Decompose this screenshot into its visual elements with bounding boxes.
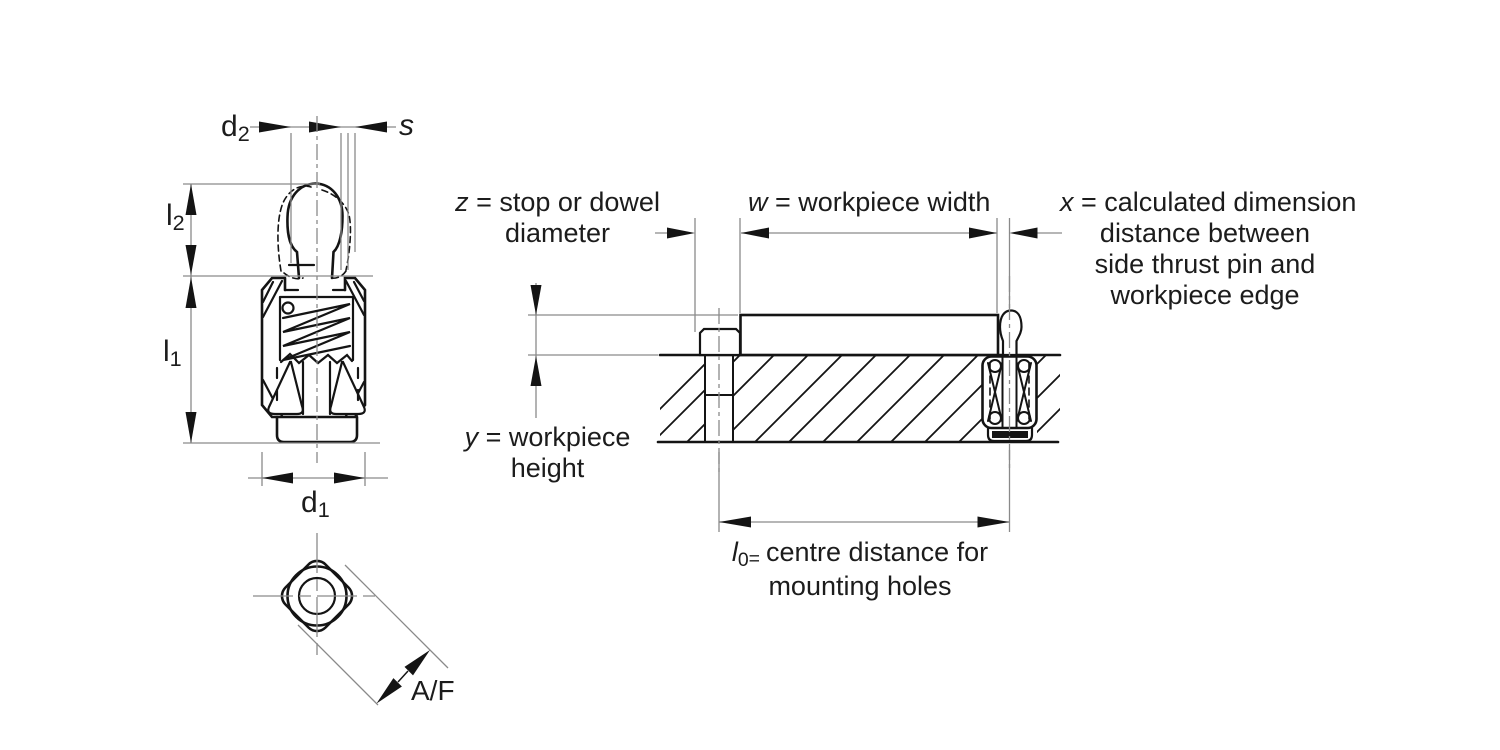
dowel-head xyxy=(698,327,742,357)
installation-drawing xyxy=(656,309,1062,444)
l0-annotation: l0=centre distance for mounting holes xyxy=(731,537,989,601)
clamp-cone-left xyxy=(267,360,304,416)
dimension-lines xyxy=(183,126,1062,706)
side-view-drawing xyxy=(260,182,367,444)
spring-wire-end xyxy=(281,301,295,315)
installed-pin-head xyxy=(998,309,1023,357)
plate-hatching xyxy=(660,355,1060,442)
dim-label-s: s xyxy=(399,109,414,142)
dim-label-l2: l2 xyxy=(166,199,185,236)
dim-label-d2: d2 xyxy=(221,110,250,147)
w-annotation: w = workpiece width xyxy=(748,187,991,217)
centerlines xyxy=(316,116,1011,472)
dim-label-l1: l1 xyxy=(163,335,182,372)
y-annotation: y = workpiece height xyxy=(464,422,631,483)
x-annotation: x = calculated dimension distance betwee… xyxy=(1060,187,1357,310)
z-annotation: z = stop or dowel diameter xyxy=(455,187,660,248)
workpiece xyxy=(739,313,1000,357)
dim-label-af: A/F xyxy=(411,675,455,706)
pin-head xyxy=(286,182,344,280)
dim-label-d1: d1 xyxy=(301,486,330,523)
pin-head-tilted-outline xyxy=(277,185,352,280)
clamp-cone-right xyxy=(329,360,366,416)
